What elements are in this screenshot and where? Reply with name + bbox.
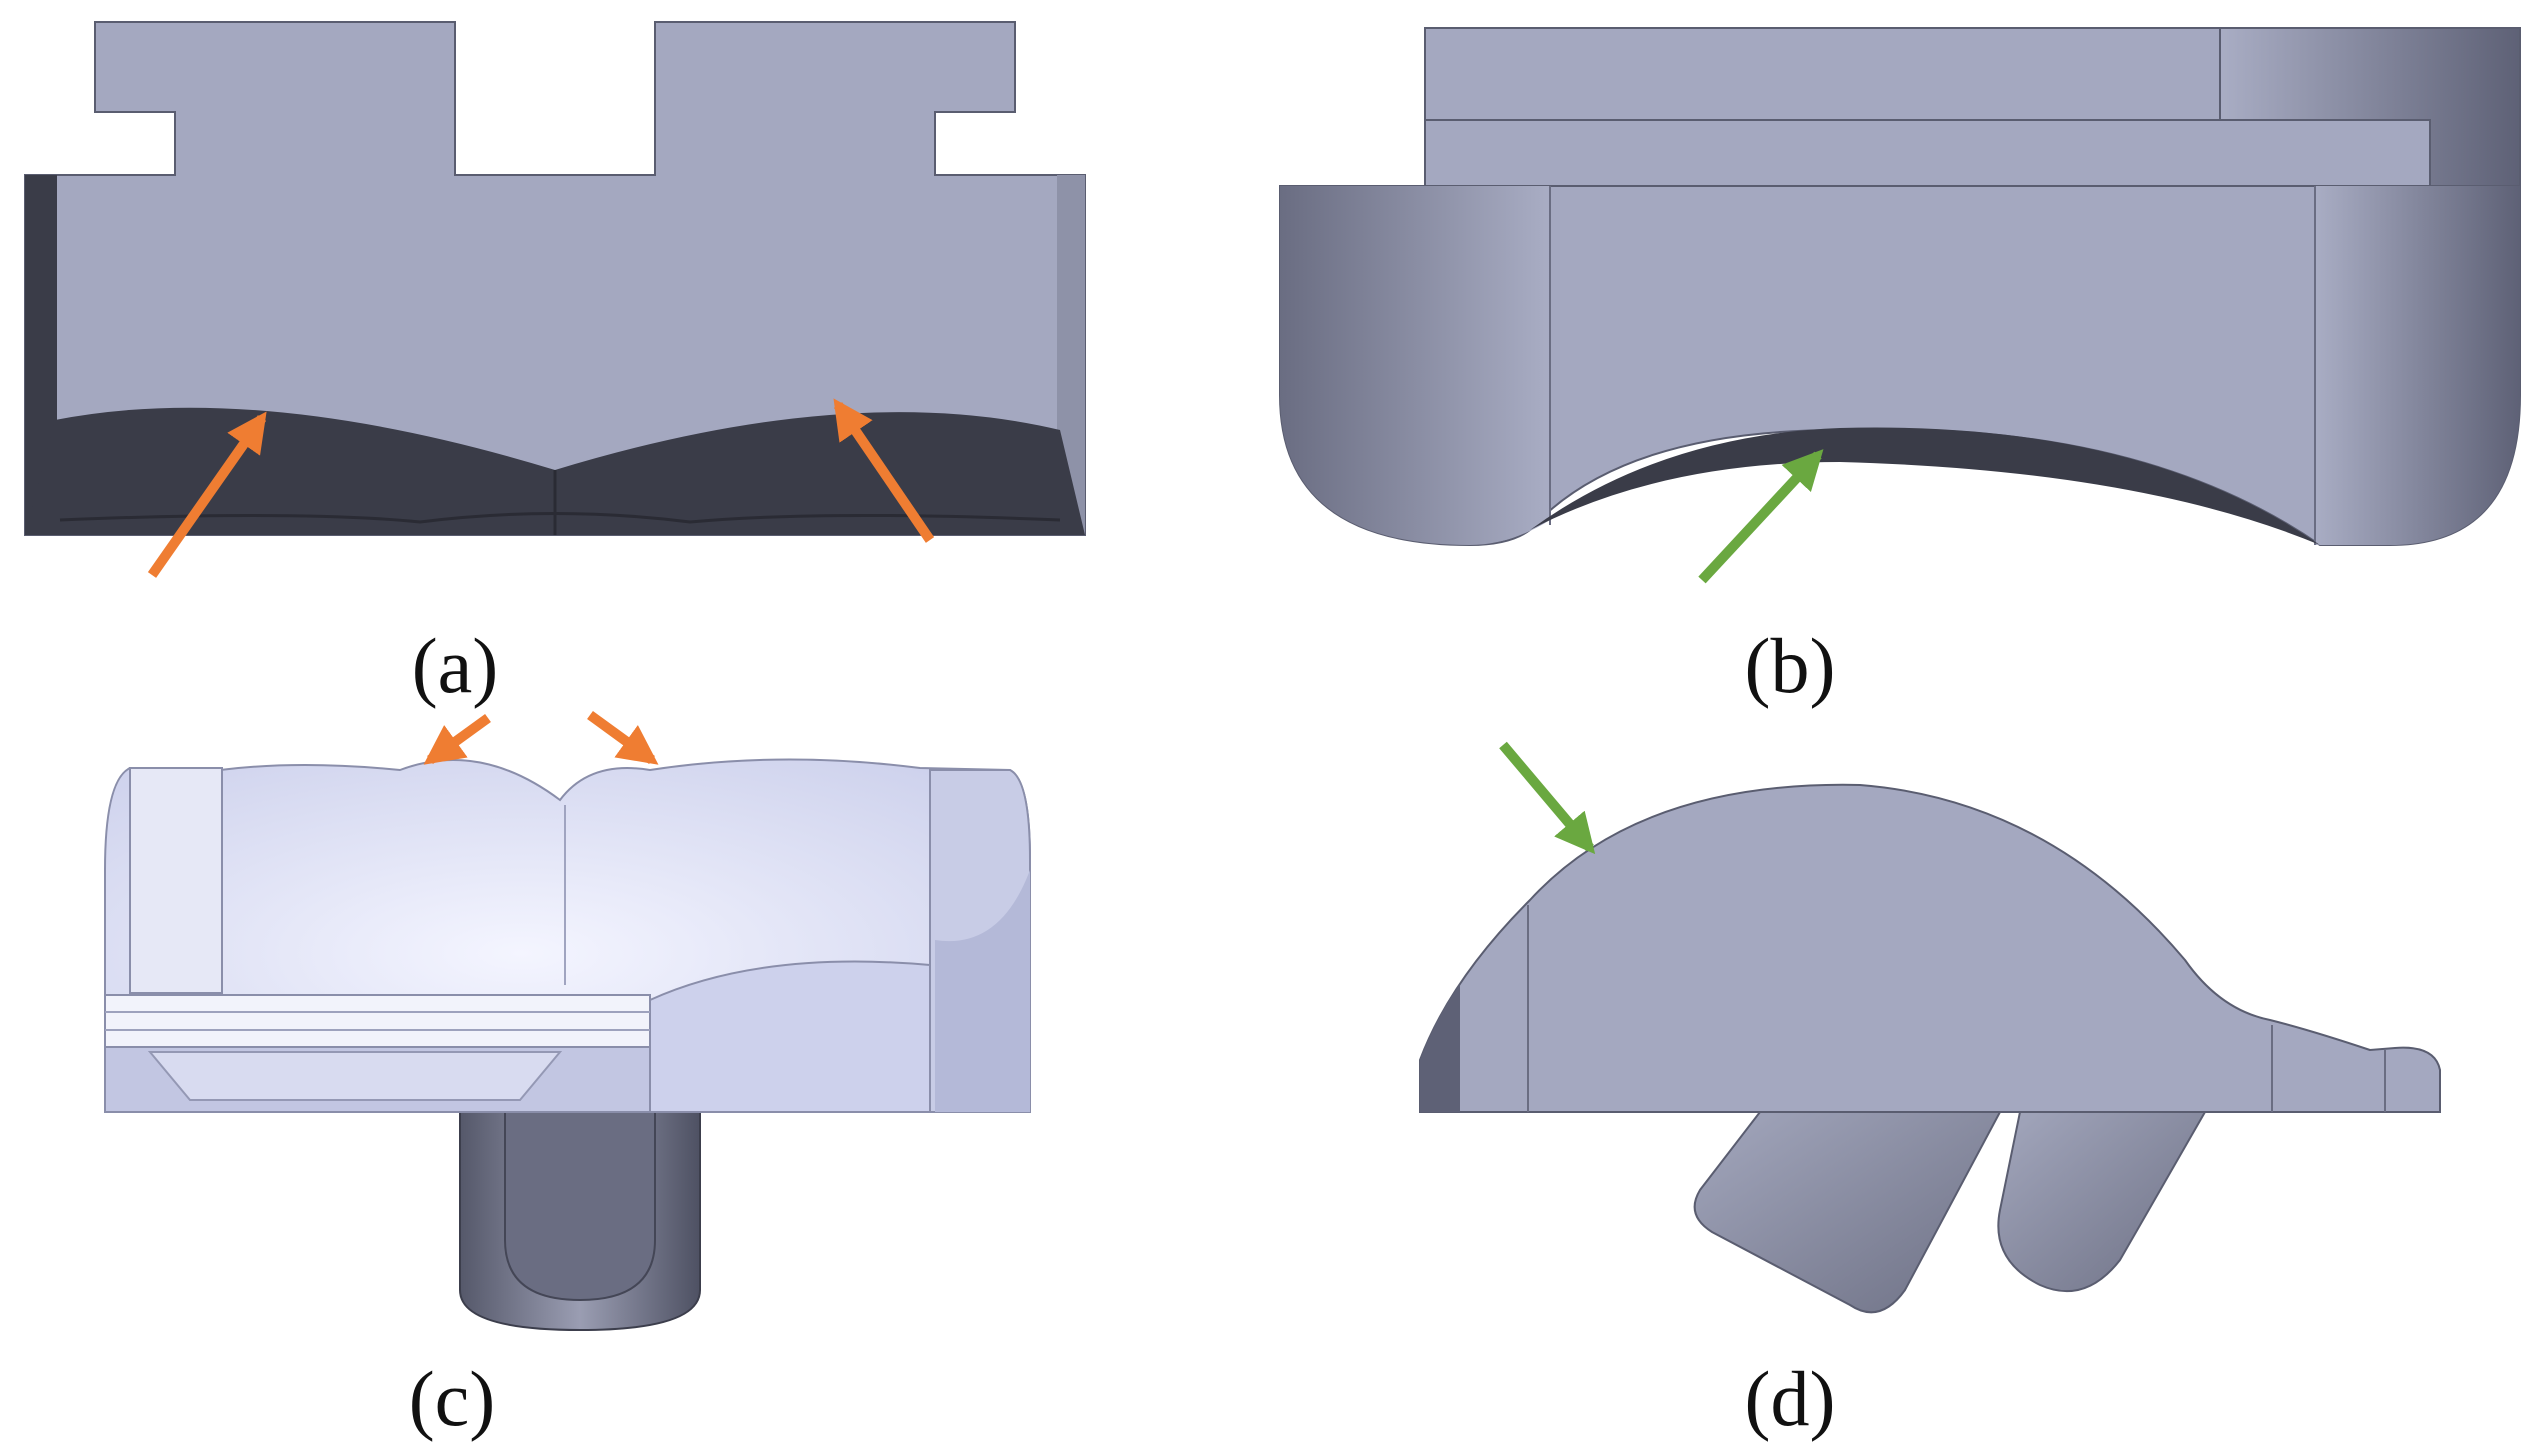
panel-d: (d) <box>1419 741 2441 1442</box>
panel-d-cylinder-left <box>1693 1111 2002 1314</box>
panel-a-arrow-left <box>147 411 267 578</box>
panel-b-groove <box>1530 427 2320 545</box>
panel-a-arrow-right <box>833 398 935 543</box>
panel-b-left-side <box>1280 186 1550 545</box>
panel-b-right-side <box>2315 186 2520 545</box>
panel-c-saddle <box>649 960 931 1113</box>
panel-c-caption: (c) <box>409 1355 496 1442</box>
panel-a-cavity-line <box>59 512 1061 524</box>
panel-c-shelf <box>104 994 651 1048</box>
panel-a: (a) <box>24 21 1086 709</box>
panel-c-arrow-right <box>587 710 659 765</box>
panel-c-arrow-left <box>423 713 491 765</box>
panel-c: (c) <box>104 710 1031 1442</box>
panel-d-dome <box>1419 783 2441 1113</box>
panel-d-caption: (d) <box>1745 1355 1836 1442</box>
panel-a-top-block <box>24 21 1086 536</box>
panel-a-caption: (a) <box>412 622 499 709</box>
panel-d-arrow <box>1499 741 1596 855</box>
panel-b-caption: (b) <box>1745 622 1836 709</box>
panel-d-cylinder-right <box>1997 1111 2207 1293</box>
panel-c-right-step <box>935 870 1030 1112</box>
panel-b-arrow <box>1698 449 1824 584</box>
panel-c-left-flange <box>129 767 223 994</box>
panel-b-mid-plate <box>1424 119 2431 189</box>
panel-c-cylinder-inner <box>504 1111 656 1302</box>
panel-b: (b) <box>1279 27 2521 709</box>
panel-d-left-edge <box>1420 985 1460 1112</box>
